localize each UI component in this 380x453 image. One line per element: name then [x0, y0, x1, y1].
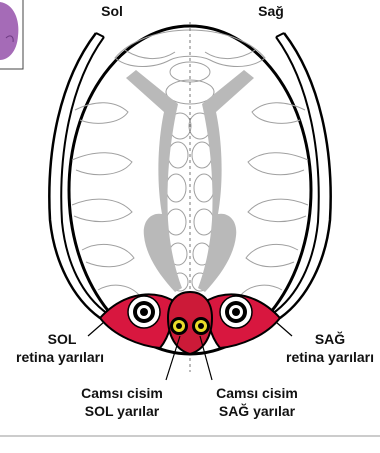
label-vitreous-left-line2: SOL yarılar	[85, 403, 160, 419]
label-right-retina-line1: SAĞ	[315, 330, 345, 347]
label-left-retina-line1: SOL	[48, 331, 77, 347]
label-top-right: Sağ	[258, 3, 284, 19]
label-left-retina-line2: retina yarıları	[16, 349, 104, 365]
label-vitreous-right-line1: Camsı cisim	[216, 385, 298, 401]
label-vitreous-right-line2: SAĞ yarılar	[219, 402, 296, 419]
label-top-left: Sol	[101, 3, 123, 19]
thumbnail-inset	[0, 0, 23, 69]
label-right-retina-line2: retina yarıları	[286, 349, 374, 365]
label-vitreous-left-line1: Camsı cisim	[81, 385, 163, 401]
